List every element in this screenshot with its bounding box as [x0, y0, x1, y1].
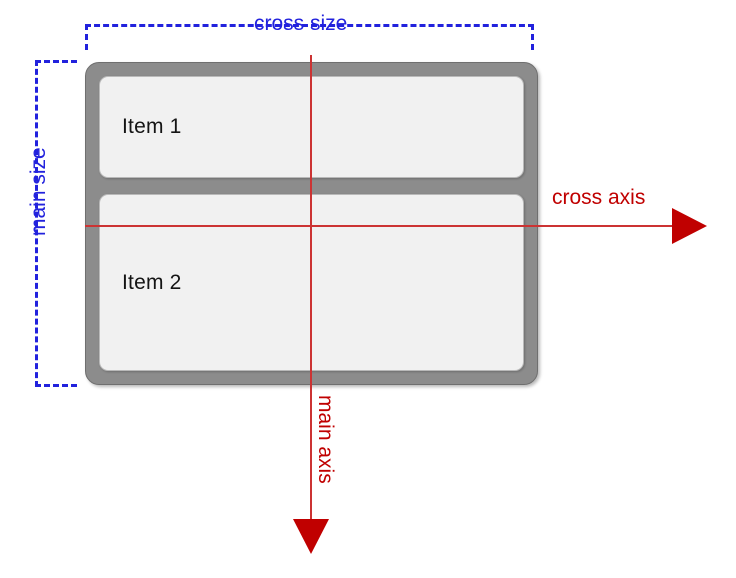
- main-axis-line: [310, 55, 312, 523]
- cross-size-bracket-tick-right: [531, 24, 534, 50]
- flex-item-2-label: Item 2: [122, 270, 182, 294]
- main-axis-arrowhead-icon: [293, 519, 329, 554]
- cross-size-bracket-line: [85, 24, 534, 27]
- main-size-bracket-tick-top: [35, 60, 77, 63]
- cross-size-bracket-tick-left: [85, 24, 88, 50]
- cross-size-label: cross size: [254, 12, 348, 35]
- main-size-label: main size: [27, 147, 50, 236]
- main-size-bracket-tick-bottom: [35, 384, 77, 387]
- main-size-bracket-line: [35, 60, 38, 387]
- cross-axis-line: [85, 225, 673, 227]
- main-axis-label: main axis: [314, 395, 337, 484]
- cross-axis-arrowhead-icon: [672, 208, 707, 244]
- flex-item-1-label: Item 1: [122, 115, 182, 138]
- cross-axis-label: cross axis: [552, 186, 646, 209]
